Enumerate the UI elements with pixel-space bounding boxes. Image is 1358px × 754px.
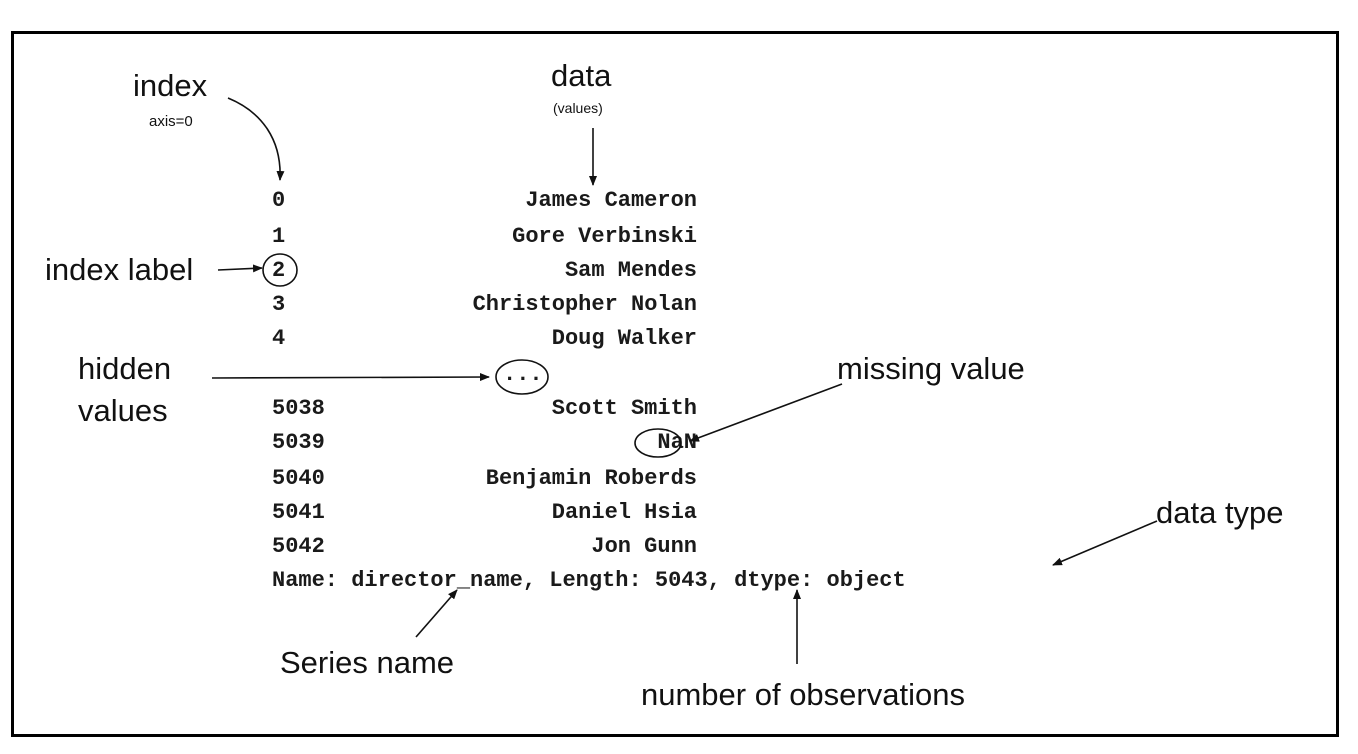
data-value: Daniel Hsia [551, 500, 697, 525]
missing-value-arrow [689, 383, 843, 442]
missing-value-annotation: missing value [837, 351, 1025, 386]
data-type-annotation: data type [1156, 495, 1284, 530]
index-value: 1 [272, 224, 286, 249]
missing-value-circle [634, 428, 682, 458]
axis-annotation: axis=0 [149, 113, 193, 130]
hidden-values-arrow [211, 373, 490, 382]
index-value-circled: 2 [272, 258, 286, 283]
series-footer: Name: director_name, Length: 5043, dtype… [272, 568, 906, 593]
data-type-arrow [1052, 520, 1158, 566]
hidden-values-annotation-line2: values [78, 393, 168, 428]
index-label-circle [262, 253, 298, 287]
index-arrow [227, 97, 285, 181]
data-value: Sam Mendes [564, 258, 697, 283]
data-value: Christopher Nolan [472, 292, 697, 317]
series-name-annotation: Series name [280, 645, 455, 680]
missing-data-value: NaN [657, 430, 697, 455]
data-value: Doug Walker [551, 326, 697, 351]
data-value: Jon Gunn [591, 534, 697, 559]
index-label-arrow [217, 264, 263, 273]
data-value: Scott Smith [551, 396, 697, 421]
diagram-frame [11, 31, 1339, 737]
index-label-annotation: index label [45, 252, 194, 287]
index-value: 5038 [272, 396, 325, 421]
data-value: Benjamin Roberds [485, 466, 697, 491]
hidden-values-ellipsis: ... [503, 362, 543, 387]
data-annotation: data [551, 58, 612, 93]
index-value: 3 [272, 292, 286, 317]
series-name-arrow [415, 589, 458, 638]
index-value: 0 [272, 188, 286, 213]
hidden-values-circle [495, 359, 549, 395]
index-value: 5039 [272, 430, 325, 455]
data-value: Gore Verbinski [512, 224, 697, 249]
hidden-values-annotation-line1: hidden [78, 351, 172, 386]
index-value: 5041 [272, 500, 325, 525]
number-of-observations-annotation: number of observations [641, 677, 965, 712]
index-value: 5042 [272, 534, 325, 559]
index-annotation: index [133, 68, 208, 103]
data-value: James Cameron [525, 188, 697, 213]
values-annotation: (values) [553, 100, 603, 116]
index-value: 4 [272, 326, 286, 351]
index-value: 5040 [272, 466, 325, 491]
